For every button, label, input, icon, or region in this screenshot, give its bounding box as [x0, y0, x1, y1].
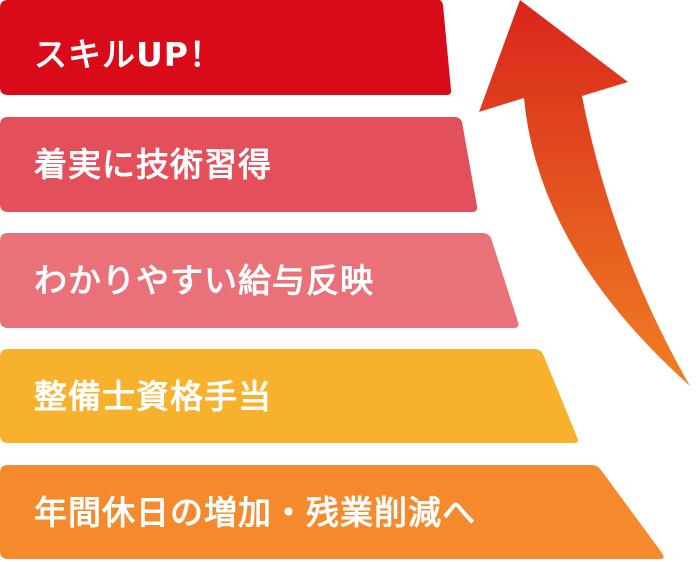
step-bar-1	[0, 0, 452, 95]
step-label-5: 年間休日の増加・残業削減へ	[34, 493, 476, 532]
step-label-4: 整備士資格手当	[34, 377, 272, 416]
step-label-2: 着実に技術習得	[34, 145, 272, 184]
step-bar-2	[0, 117, 478, 212]
step-label-3: わかりやすい給与反映	[34, 261, 374, 300]
step-bar-5	[0, 465, 664, 559]
step-bar-4	[0, 349, 578, 443]
step-bar-3	[0, 233, 519, 328]
rising-arrow	[479, 0, 690, 386]
step-label-1: スキルUP！	[34, 35, 223, 74]
